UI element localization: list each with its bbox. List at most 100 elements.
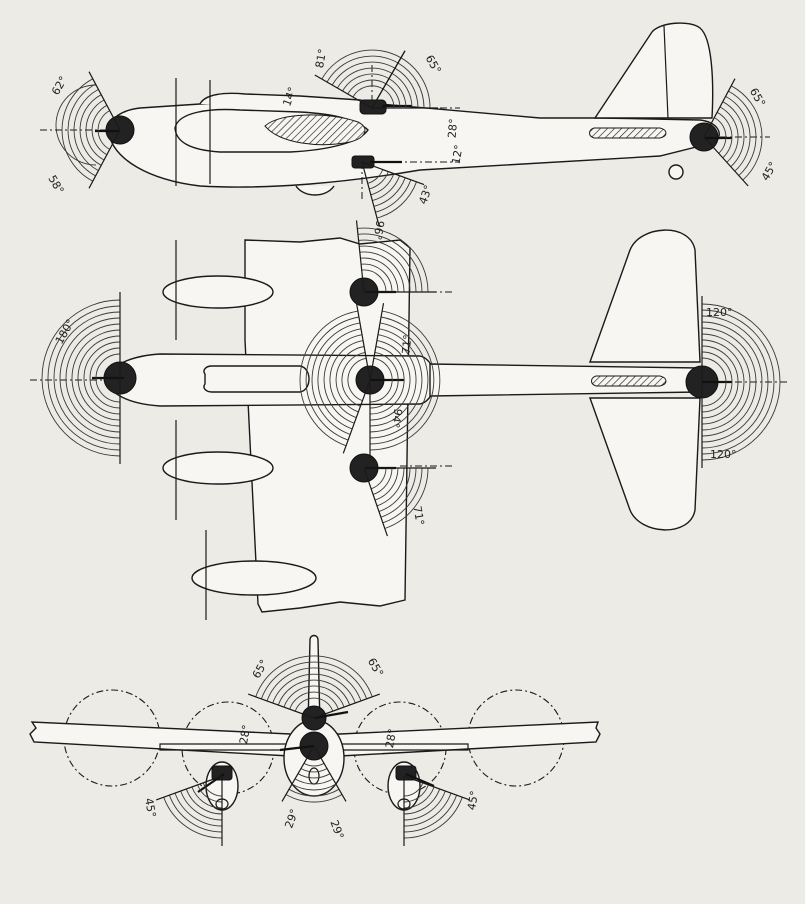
plan-center-arc-limit xyxy=(355,303,371,381)
side-dorsal-arc-aft xyxy=(394,67,419,109)
side-nose-arc xyxy=(67,83,96,177)
front-left-arc xyxy=(180,790,223,821)
plan-center-arc-r xyxy=(369,346,405,415)
plan-nacelle-2 xyxy=(162,451,274,485)
front-low-mid-right-label: 29° xyxy=(327,818,346,841)
front-left-arc xyxy=(191,786,223,809)
plan-upper-arc xyxy=(361,263,393,293)
side-dorsal-arc xyxy=(347,79,387,95)
side-dorsal-arc-aft xyxy=(397,62,425,109)
front-center-arc xyxy=(297,773,331,779)
side-ventral-arc xyxy=(373,177,406,207)
plan-tail-arc xyxy=(701,321,763,443)
plan-center-arc-r xyxy=(369,328,423,433)
side-ventral-lower-label: 43° xyxy=(416,183,435,206)
plan-center-arc xyxy=(317,328,362,430)
plan-center-arc xyxy=(341,351,366,407)
side-ventral-arc xyxy=(370,173,395,196)
plan-nose-arc xyxy=(83,341,121,415)
plan-tail-arc xyxy=(701,345,739,419)
front-dorsal-arc xyxy=(255,655,373,697)
side-dorsal-small-label: 14° xyxy=(280,85,299,108)
side-nose-arc xyxy=(85,99,105,161)
front-inner-left-label: 28° xyxy=(237,724,253,745)
plan-wing xyxy=(244,237,411,613)
front-left-arc xyxy=(197,784,223,803)
front-lower-right-label: 45° xyxy=(465,790,481,811)
side-dorsal-arc-aft xyxy=(382,88,395,109)
side-dorsal-arc-aft-limit xyxy=(371,50,406,109)
plan-view: 180° 96° 71° 94° 71° 120° 120° xyxy=(30,220,790,620)
plan-center-arc xyxy=(305,316,359,441)
plan-center-arc xyxy=(335,346,365,413)
plan-tail-arc xyxy=(701,309,775,455)
plan-lower-arc xyxy=(371,467,387,490)
plan-lower-arc xyxy=(380,467,417,518)
side-tail-arc xyxy=(716,111,733,159)
plan-lower-arc xyxy=(374,467,399,501)
side-ventral-arc xyxy=(375,179,412,213)
side-dorsal-arc-aft xyxy=(400,57,431,109)
plan-lower-arc xyxy=(378,467,411,512)
plan-tail-arc xyxy=(701,333,751,431)
plan-center-arc xyxy=(329,340,364,419)
front-center-arc xyxy=(285,794,343,803)
side-wing-section xyxy=(264,114,366,146)
front-right-arc xyxy=(403,792,452,827)
side-nose-arc xyxy=(91,104,108,156)
side-dorsal-arc xyxy=(342,73,390,92)
plan-tail-arc xyxy=(701,351,733,413)
side-ventral-upper-label: 28° xyxy=(445,118,460,139)
plan-center-arc xyxy=(311,322,360,435)
plan-upper-arc xyxy=(359,251,405,293)
side-nose-upper-label: 62° xyxy=(49,74,70,97)
front-flap xyxy=(159,743,469,751)
plan-tailplane xyxy=(589,229,701,363)
front-dorsal-arc xyxy=(277,679,351,706)
front-left-arc xyxy=(168,795,223,833)
plan-tail-arc xyxy=(701,315,769,449)
plan-cockpit xyxy=(203,365,310,393)
plan-upper-arc xyxy=(357,233,423,293)
side-tail-arc xyxy=(719,106,739,163)
plan-nose-arc xyxy=(53,311,121,445)
side-dorsal-arc-aft xyxy=(385,83,401,109)
side-nose-arc-limit xyxy=(88,71,121,131)
front-dorsal-arc xyxy=(260,661,368,699)
plan-nose-arc xyxy=(77,335,121,421)
front-center-arc-limit xyxy=(281,745,315,802)
side-dorsal-arc xyxy=(326,55,399,83)
front-dorsal-arc xyxy=(294,697,334,712)
side-tail-arc-limit xyxy=(703,136,749,187)
front-center-arc-limit xyxy=(313,745,347,802)
front-right-arc xyxy=(403,788,441,815)
side-vertical-fin xyxy=(593,22,714,119)
plan-nose-arc xyxy=(65,323,121,433)
side-tail-arc xyxy=(722,101,745,168)
plan-tail-arc xyxy=(701,339,745,425)
side-dorsal-aft-label: 65° xyxy=(423,53,444,76)
side-nose-arc xyxy=(73,89,99,171)
front-center-arc xyxy=(288,788,340,797)
plan-nose-arc xyxy=(71,329,121,427)
side-nose-arc xyxy=(97,110,110,150)
front-right-arc xyxy=(403,784,429,803)
front-dorsal-arc xyxy=(272,673,356,704)
plan-center-arc-r xyxy=(369,351,399,409)
front-right-arc xyxy=(403,797,463,839)
side-tail-arc-limit xyxy=(703,78,736,138)
plan-tailplane-section xyxy=(591,375,667,387)
side-nose-arc xyxy=(61,78,94,182)
side-dorsal-arc xyxy=(337,67,393,89)
side-tail-arc xyxy=(728,90,757,176)
plan-upper-arc xyxy=(360,257,399,293)
front-left-arc xyxy=(202,782,223,797)
side-dorsal-arc xyxy=(321,49,402,80)
side-tail-arc xyxy=(725,96,751,172)
plan-lower-turret-label: 71° xyxy=(410,505,426,526)
side-ventral-arc xyxy=(372,175,401,202)
side-nose-lower-label: 58° xyxy=(45,173,66,196)
side-canopy xyxy=(199,92,381,105)
front-left-arc xyxy=(185,788,223,815)
